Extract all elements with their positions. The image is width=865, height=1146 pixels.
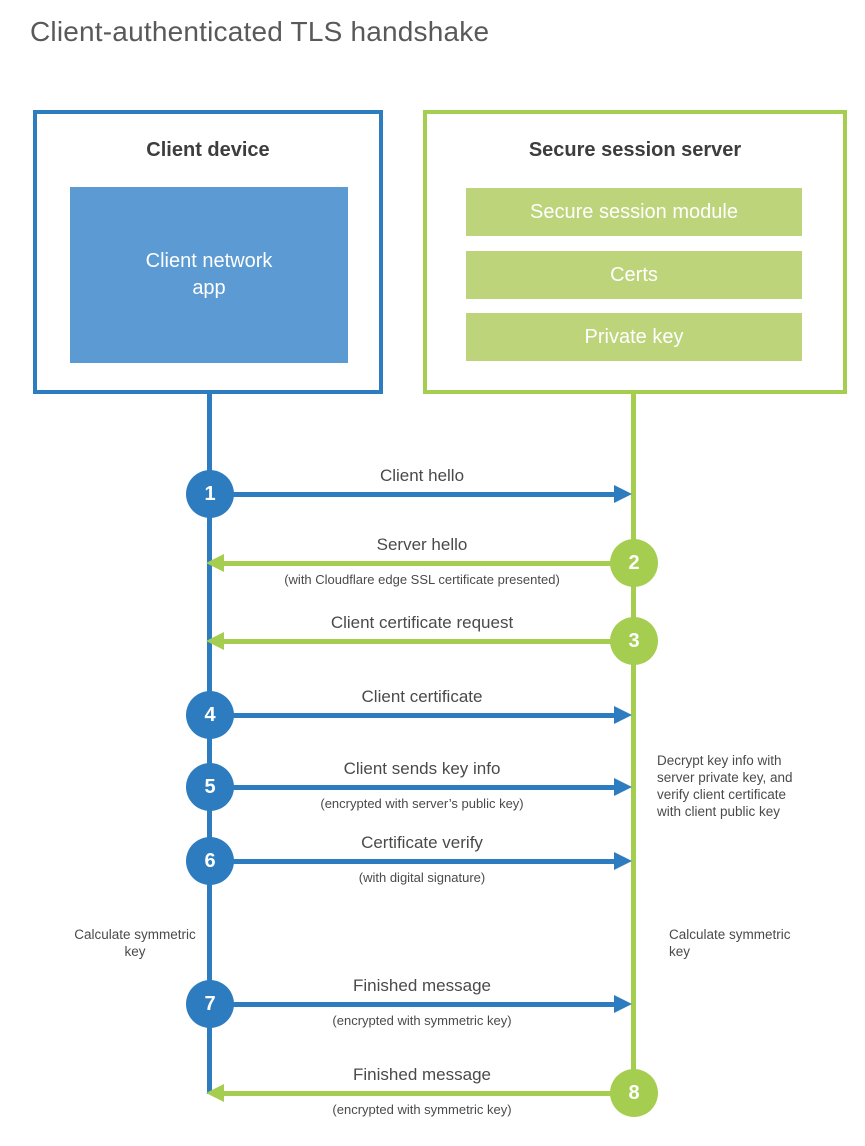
client-network-app-box: Client network app [70,187,348,363]
message-arrow-line [210,1002,616,1007]
message-arrowhead [206,632,224,650]
step-circle-6: 6 [186,837,234,885]
message-arrowhead [206,554,224,572]
message-arrowhead [614,995,632,1013]
message-arrow-line [222,639,634,644]
step-circle-5: 5 [186,763,234,811]
message-label: Client hello [379,466,465,485]
calculate-symmetric-key-left-note: Calculate symmetric key [74,927,196,959]
server-module-bar: Private key [466,313,802,361]
calculate-symmetric-key-right-note: Calculate symmetric key [669,927,791,959]
decrypt-key-info-note: Decrypt key info with server private key… [657,753,793,819]
secure-session-server-title: Secure session server [528,139,742,161]
message-sublabel: (encrypted with symmetric key) [332,1013,512,1028]
message-label: Certificate verify [361,833,483,852]
client-device-title: Client device [146,139,270,161]
message-sublabel: (with digital signature) [358,870,486,885]
message-arrow-line [222,561,634,566]
message-label: Client certificate request [330,613,514,632]
message-label: Client sends key info [343,759,501,778]
message-label: Client certificate [361,687,483,706]
server-module-bar: Secure session module [466,188,802,236]
message-arrow-line [210,859,616,864]
message-arrowhead [614,852,632,870]
message-arrow-line [210,492,616,497]
message-sublabel: (encrypted with server’s public key) [320,796,524,811]
client-lifeline [207,394,212,1094]
secure-session-server-box: Secure session server Secure session mod… [423,110,847,394]
step-circle-7: 7 [186,980,234,1028]
message-arrow-line [210,713,616,718]
message-arrowhead [614,706,632,724]
step-circle-2: 2 [610,539,658,587]
step-circle-8: 8 [610,1069,658,1117]
client-network-app-label: Client network app [145,250,273,299]
message-sublabel: (with Cloudflare edge SSL certificate pr… [284,572,560,587]
message-label: Server hello [376,535,468,554]
page-title: Client-authenticated TLS handshake [30,16,490,47]
message-sublabel: (encrypted with symmetric key) [332,1102,512,1117]
message-label: Finished message [353,1065,491,1084]
step-circle-4: 4 [186,691,234,739]
message-arrowhead [614,485,632,503]
message-arrowhead [614,778,632,796]
server-module-bar: Certs [466,251,802,299]
step-circle-3: 3 [610,617,658,665]
message-label: Finished message [353,976,491,995]
message-arrow-line [210,785,616,790]
step-circle-1: 1 [186,470,234,518]
message-arrow-line [222,1091,634,1096]
server-lifeline [631,394,636,1094]
message-arrowhead [206,1084,224,1102]
client-device-box: Client device Client network app [33,110,383,394]
